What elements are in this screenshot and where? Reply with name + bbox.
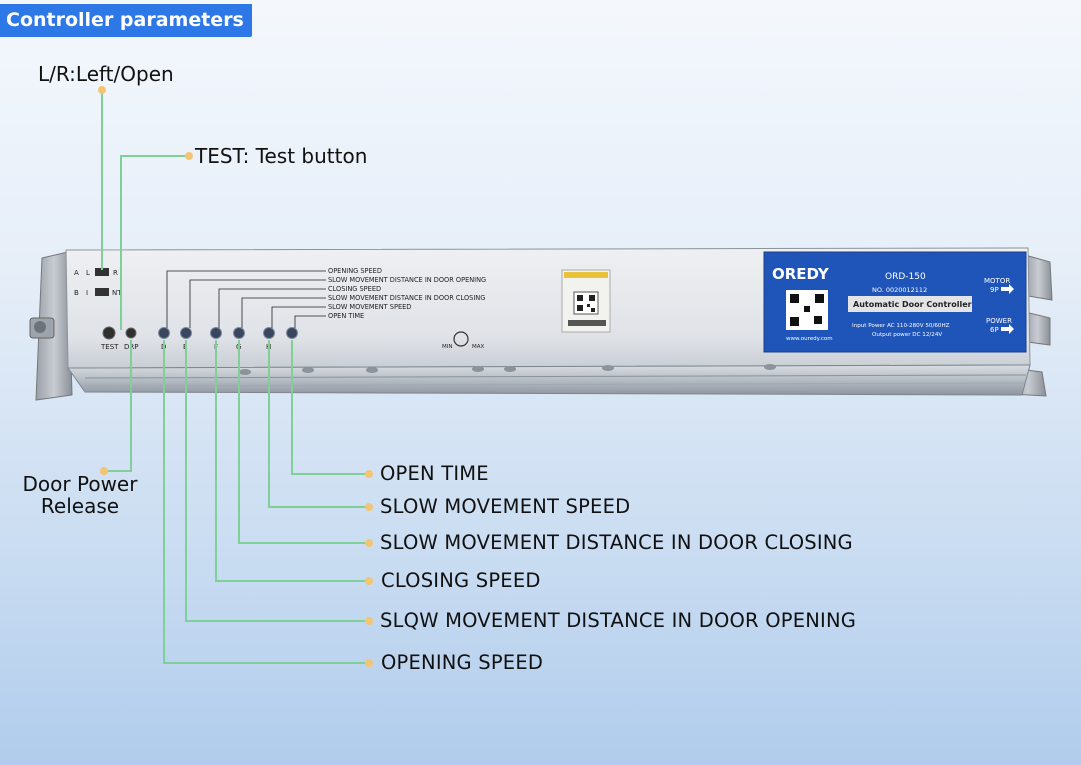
knob-f[interactable]	[210, 327, 222, 339]
test-button-label: TEST	[100, 343, 119, 351]
panel-legend-text: OPENING SPEED SLOW MOVEMENT DISTANCE IN …	[328, 267, 486, 320]
input-power: Input Power AC 110-280V 50/60HZ	[852, 323, 950, 329]
annotation-slow-movement-speed: SLOW MOVEMENT SPEED	[380, 495, 631, 518]
knob-g[interactable]	[233, 327, 245, 339]
switch-label-b: B	[74, 289, 79, 297]
leader-drp	[104, 340, 132, 472]
right-mount-bracket	[1009, 254, 1053, 397]
leader-slow-closing	[238, 340, 369, 544]
power-arrow-icon	[1001, 324, 1014, 334]
switch-label-a: A	[74, 269, 79, 277]
power-pins: 6P	[990, 326, 999, 334]
annotation-slow-distance-closing: SLOW MOVEMENT DISTANCE IN DOOR CLOSING	[380, 531, 853, 554]
min-label: MIN	[442, 344, 452, 350]
max-label: MAX	[472, 344, 485, 350]
panel-legend	[166, 270, 326, 328]
annotation-test-button: TEST: Test button	[195, 144, 368, 168]
leader-closing-speed	[215, 340, 369, 582]
test-button[interactable]	[102, 326, 116, 340]
motor-arrow-icon	[1001, 284, 1014, 294]
knob-h[interactable]	[263, 327, 275, 339]
knob-i[interactable]	[286, 327, 298, 339]
product-name: Automatic Door Controller	[853, 300, 972, 309]
switch-label-l: L	[86, 269, 90, 277]
leader-test	[120, 155, 189, 330]
leader-dot	[365, 617, 373, 625]
leader-dot	[98, 86, 106, 94]
switch-b-toggle[interactable]	[95, 288, 109, 296]
annotation-lr-switch: L/R:Left/Open	[38, 62, 174, 86]
leader-slow-speed	[268, 340, 369, 508]
annotation-door-power-release: Door Power Release	[0, 473, 160, 517]
annotation-slow-distance-opening: SLQW MOVEMENT DISTANCE IN DOOR OPENING	[380, 609, 857, 632]
drp-button[interactable]	[125, 327, 137, 339]
leader-open-time	[291, 340, 369, 475]
leader-dot	[365, 470, 373, 478]
motor-label: MOTOR	[984, 277, 1010, 285]
panel-legend-slow-distance-opening: SLOW MOVEMENT DISTANCE IN DOOR OPENING	[328, 276, 486, 284]
panel-legend-open-time: OPEN TIME	[328, 312, 364, 320]
annotation-opening-speed: OPENING SPEED	[381, 651, 544, 674]
sensitivity-trimmer: MIN MAX	[442, 331, 485, 350]
leader-dot	[365, 577, 373, 585]
annotation-open-time: OPEN TIME	[380, 462, 489, 485]
leader-slow-opening	[185, 340, 369, 622]
screw-icon	[34, 321, 46, 333]
knob-e[interactable]	[180, 327, 192, 339]
switch-a-toggle[interactable]	[95, 268, 109, 276]
leader-lines	[101, 90, 369, 664]
dip-switch-ab[interactable]: A L R B I NT	[74, 268, 122, 297]
power-label: POWER	[986, 317, 1012, 325]
output-power: Output power DC 12/24V	[872, 332, 942, 338]
leader-opening-speed	[163, 340, 369, 664]
panel-legend-opening-speed: OPENING SPEED	[328, 267, 382, 275]
model-number: ORD-150	[885, 272, 926, 282]
leader-dot	[365, 539, 373, 547]
leader-dots	[98, 86, 373, 667]
brand-logo-text: OREDY	[772, 265, 830, 283]
leader-dot	[365, 503, 373, 511]
annotation-closing-speed: CLOSING SPEED	[381, 569, 541, 592]
switch-label-r: R	[113, 269, 118, 277]
product-label-plate: OREDY ORD-150 NO. 0020012112 www.ouredy.…	[763, 251, 1027, 353]
left-mount-bracket	[29, 251, 73, 401]
switch-label-i: I	[86, 289, 88, 297]
leader-dot	[185, 152, 193, 160]
website: www.ouredy.com	[786, 336, 833, 342]
panel-legend-closing-speed: CLOSING SPEED	[328, 285, 381, 293]
annotation-door-power-release-line2: Release	[40, 494, 120, 518]
qr-sticker	[561, 269, 611, 333]
trim-knob[interactable]	[453, 331, 469, 347]
leader-dot	[365, 659, 373, 667]
serial-number: NO. 0020012112	[872, 286, 927, 294]
annotation-door-power-release-line1: Door Power	[22, 472, 138, 496]
page-title: Controller parameters	[0, 4, 252, 37]
rail-screws	[239, 364, 776, 375]
panel-legend-slow-distance-closing: SLOW MOVEMENT DISTANCE IN DOOR CLOSING	[328, 294, 485, 302]
panel-legend-slow-speed: SLOW MOVEMENT SPEED	[328, 303, 411, 311]
switch-label-nt: NT	[112, 289, 122, 297]
leader-dot	[100, 467, 108, 475]
motor-pins: 9P	[990, 286, 999, 294]
knob-d[interactable]	[158, 327, 170, 339]
